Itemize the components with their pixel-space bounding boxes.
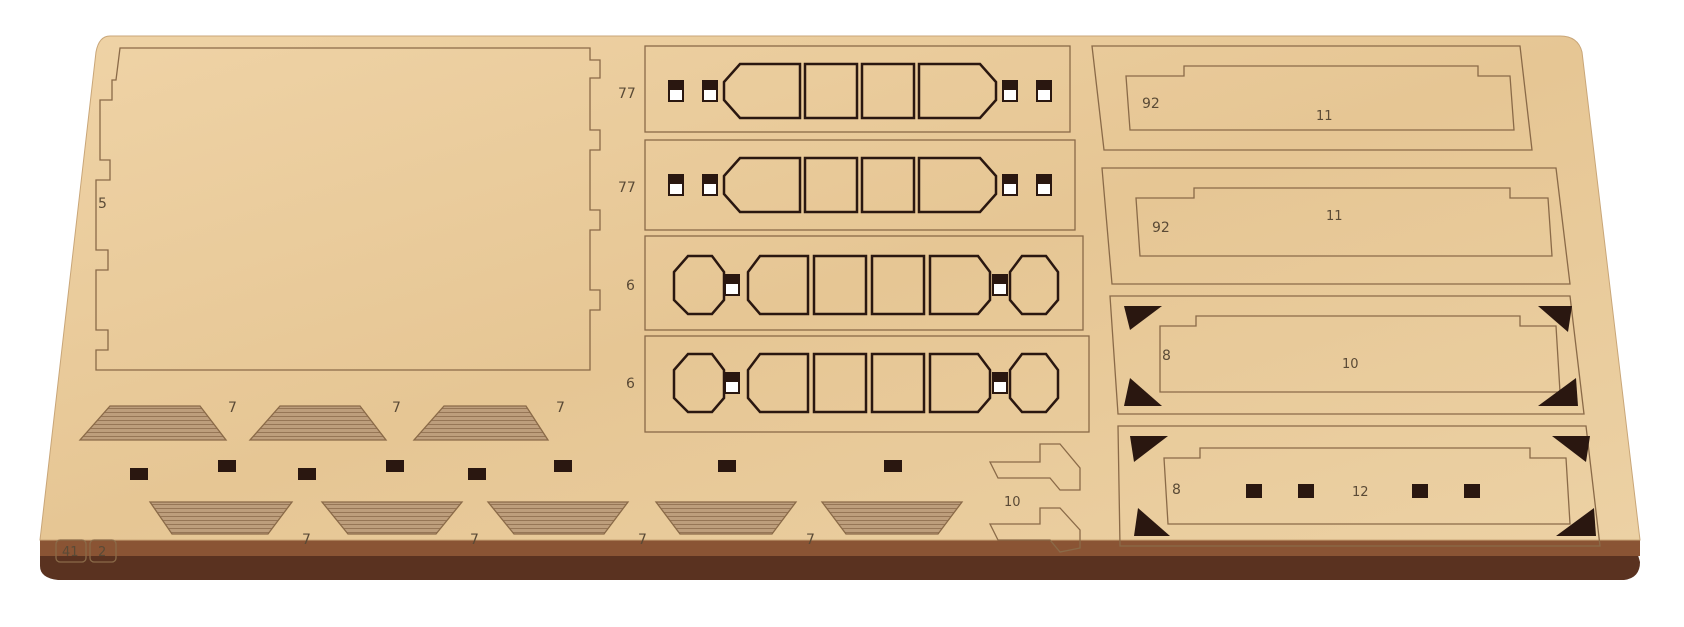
label-part-7-top-2: 7: [392, 400, 401, 416]
part-6-row-b: [644, 335, 1090, 433]
label-part-6-b: 6: [626, 376, 635, 392]
part-6-row-a: [644, 235, 1084, 331]
square-holes: [130, 80, 1480, 498]
label-part-77-b: 77: [618, 180, 636, 196]
part-7-top-3: [412, 405, 550, 441]
part-7-top-2: [248, 405, 388, 441]
label-part-11-b: 11: [1326, 209, 1343, 224]
part-77-row-a: [644, 45, 1071, 133]
label-part-8-b: 8: [1172, 482, 1181, 498]
sheet-marking: 41 2: [55, 539, 117, 563]
label-part-7-bot-1: 7: [302, 532, 311, 548]
label-part-10-b: 10: [1004, 495, 1021, 510]
part-92-a: [1091, 45, 1533, 151]
part-7-bot-3: [486, 501, 630, 535]
label-part-10-a: 10: [1342, 357, 1359, 372]
sheet-sub: 2: [98, 545, 106, 560]
part-7-bot-1: [148, 501, 294, 535]
part-8-b: [1117, 425, 1601, 547]
part-5-panel: [95, 47, 601, 371]
label-part-92-b: 92: [1152, 220, 1170, 236]
label-part-7-top-1: 7: [228, 400, 237, 416]
part-7-bot-2: [320, 501, 464, 535]
part-92-b: [1101, 167, 1571, 285]
board-face: [39, 35, 1641, 541]
label-part-7-bot-4: 7: [806, 532, 815, 548]
label-part-7-bot-3: 7: [638, 532, 647, 548]
label-part-5: 5: [98, 196, 107, 212]
part-8-a: [1109, 295, 1585, 415]
sheet-number: 41: [62, 545, 79, 560]
label-part-8-a: 8: [1162, 348, 1171, 364]
label-part-7-bot-2: 7: [470, 532, 479, 548]
part-10-b: [988, 507, 1081, 553]
label-part-77-a: 77: [618, 86, 636, 102]
label-part-12: 12: [1352, 485, 1369, 500]
part-7-bot-4: [654, 501, 798, 535]
part-77-row-b: [644, 139, 1076, 231]
label-part-6-a: 6: [626, 278, 635, 294]
label-part-11-a: 11: [1316, 109, 1333, 124]
label-part-92-a: 92: [1142, 96, 1160, 112]
part-10-a: [988, 443, 1081, 491]
part-7-top-1: [78, 405, 228, 441]
label-part-7-top-3: 7: [556, 400, 565, 416]
